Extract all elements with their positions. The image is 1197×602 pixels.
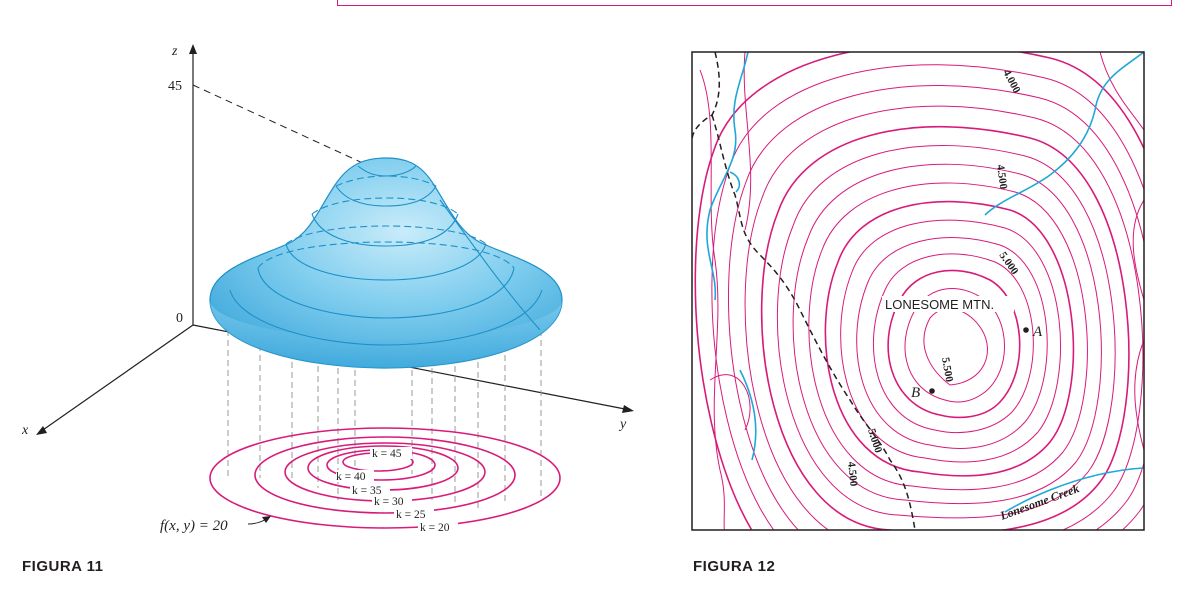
z-tick-45: 45	[168, 79, 182, 94]
label-k30: k = 30	[374, 496, 404, 508]
map-contour-lines	[694, 52, 1144, 530]
surface-level-curves	[229, 165, 543, 346]
elevation-label-4500-upper: 4.500	[994, 164, 1009, 191]
x-axis	[39, 324, 194, 433]
point-a-label: A	[1032, 324, 1043, 340]
figure-11-surface-plot: z x y 45 0	[21, 44, 634, 534]
label-k45: k = 45	[372, 448, 402, 460]
point-b-marker	[929, 388, 935, 394]
z-tick-0: 0	[176, 311, 183, 326]
mountain-name-label: LONESOME MTN.	[885, 297, 994, 312]
label-k20: k = 20	[420, 522, 450, 534]
y-axis-label: y	[618, 417, 627, 432]
z-axis-label: z	[171, 44, 178, 59]
map-frame	[691, 51, 1145, 531]
elevation-label-5500: 5.500	[939, 356, 955, 383]
map-streams	[706, 52, 1144, 513]
contour-k20	[209, 427, 561, 529]
base-contour-ellipses	[209, 427, 561, 529]
y-axis-arrow	[622, 405, 634, 413]
x-axis-label: x	[21, 423, 29, 438]
figure-11-caption: FIGURA 11	[22, 558, 104, 575]
figure-12-caption: FIGURA 12	[693, 558, 776, 575]
z-axis-arrow	[189, 44, 197, 54]
top-frame-border	[337, 0, 1172, 6]
label-k40: k = 40	[336, 471, 366, 483]
point-a-marker	[1023, 327, 1029, 333]
map-trail	[692, 52, 916, 530]
level-labels: k = 45 k = 40 k = 35 k = 30 k = 25 k = 2…	[336, 447, 458, 534]
function-label: f(x, y) = 20	[160, 518, 228, 534]
label-k25: k = 25	[396, 509, 426, 521]
point-b-label: B	[911, 385, 920, 401]
surface-brim	[210, 300, 562, 368]
x-axis-arrow	[36, 426, 47, 435]
peak-height-dashed-line	[192, 84, 379, 171]
contour-k25	[254, 436, 516, 514]
function-label-arrowhead	[262, 516, 271, 523]
figure-12-topographic-map: 4.000 4.500 5.000 5.500 5.000 4.500 LONE…	[691, 51, 1145, 531]
elevation-label-4500-lower: 4.500	[845, 461, 860, 487]
